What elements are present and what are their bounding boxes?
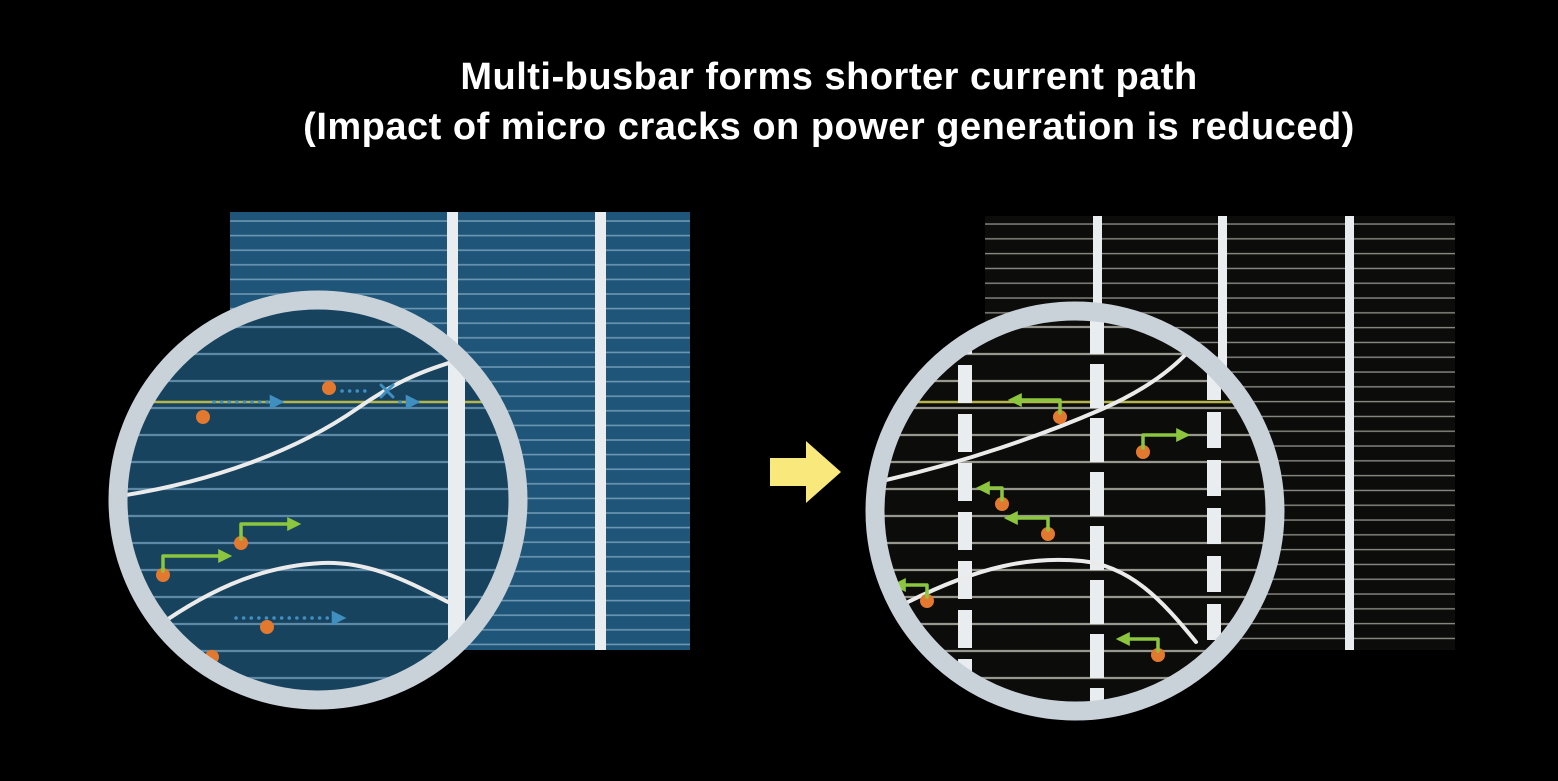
long-current-path-arrow [196,394,285,424]
magnifier-ring [865,301,1285,721]
blocked-cross [379,383,395,399]
electron-dot [920,594,934,608]
magnifier-ring [108,290,528,710]
electron-dot [322,381,336,395]
electron-dot [260,620,274,634]
electron-dot [234,536,248,550]
electron-dot [1053,410,1067,424]
short-current-path-arrow [891,578,934,608]
electron-dot [156,568,170,582]
busbar [1345,216,1354,650]
magnifier-standard-cell [108,290,528,710]
transition-arrow-icon [770,441,841,503]
electron-dot [1136,445,1150,459]
title-line-1: Multi-busbar forms shorter current path [460,56,1198,98]
electron-dot [995,497,1009,511]
finger-lines-magnified [884,320,1266,702]
diagram-title: Multi-busbar forms shorter current path … [50,52,1558,152]
magnifier-multibusbar-cell [865,301,1285,721]
micro-crack-line [127,356,467,498]
busbar [595,212,606,650]
micro-crack-line [127,560,450,650]
micro-crack-line [906,557,1198,644]
long-current-path-blocked [322,381,421,410]
title-line-2: (Impact of micro cracks on power generat… [303,106,1355,148]
short-current-path-arrow [1007,393,1067,424]
finger-lines-magnified [127,309,509,691]
electron-dot [1151,648,1165,662]
short-current-path-arrow [1136,428,1191,459]
electron-dot [1041,527,1055,541]
micro-crack-line [884,320,1224,482]
short-current-path-arrow [1003,511,1055,541]
short-current-path-arrow [975,481,1009,511]
electron-dot [196,410,210,424]
short-current-path-arrow [234,517,302,550]
short-current-path-arrow [156,549,233,582]
busbar-magnified [448,309,465,691]
short-current-path-arrow [1115,632,1165,662]
